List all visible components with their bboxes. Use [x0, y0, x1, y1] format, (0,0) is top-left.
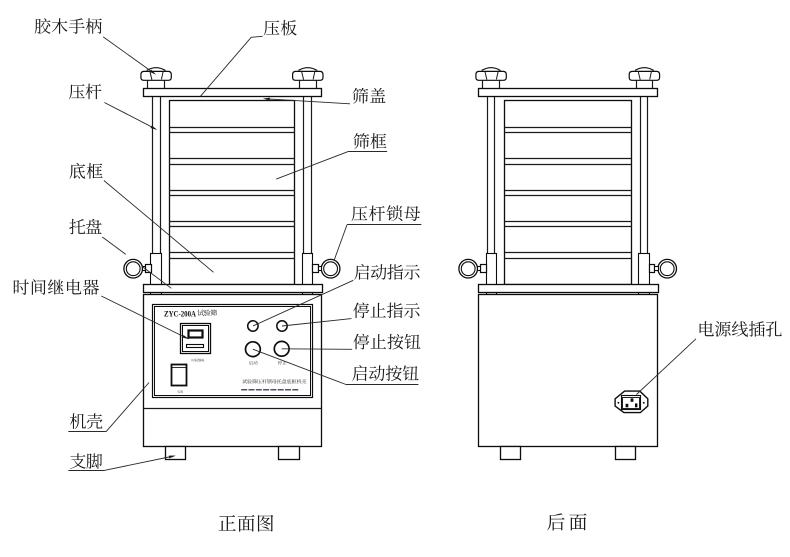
- svg-text:ZYC-200A: ZYC-200A: [164, 309, 196, 319]
